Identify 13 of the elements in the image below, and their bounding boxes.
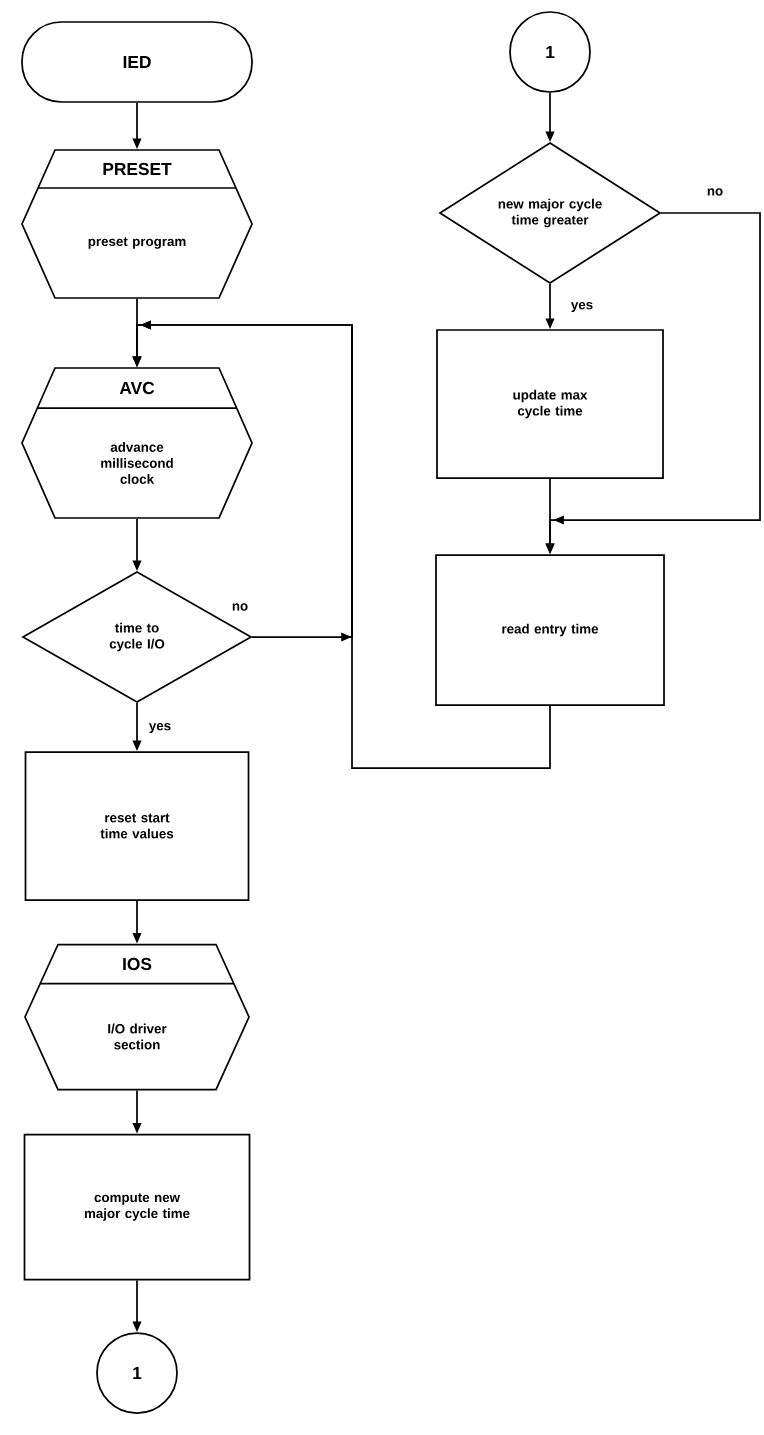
edge-label: yes	[569, 300, 595, 314]
arrow	[132, 320, 551, 769]
edge-label: yes	[147, 721, 173, 735]
preparation-hexagon: PRESET preset program	[21, 149, 253, 299]
process-box: reset start time values	[24, 751, 250, 901]
edge-label: no	[230, 602, 250, 612]
preparation-hexagon: IOS I/O driver section	[24, 943, 250, 1091]
process-box: compute new major cycle time	[23, 1133, 251, 1281]
edge-label: no	[705, 187, 725, 197]
process-box: update max cycle time	[436, 329, 664, 479]
preparation-hexagon: AVC advance millisecond clock	[21, 367, 253, 519]
process-box: read entry time	[435, 554, 665, 706]
terminal-box: IED	[21, 21, 253, 103]
